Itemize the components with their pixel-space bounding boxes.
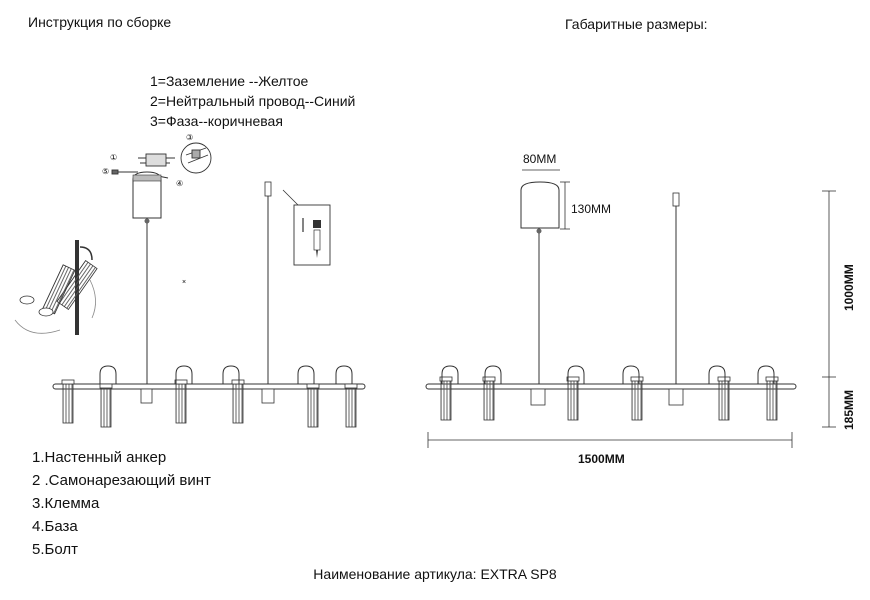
cable-holder-right-drawing	[672, 192, 680, 207]
parts-list: 1.Настенный анкер 2 .Самонарезающий винт…	[32, 446, 211, 561]
dimension-height	[822, 190, 836, 428]
canopy-right	[520, 181, 560, 234]
callout-5: ⑤	[102, 167, 109, 176]
dimensions-title: Габаритные размеры:	[565, 16, 708, 32]
article-name: Наименование артикула: EXTRA SP8	[313, 566, 557, 582]
callout-1: ①	[110, 153, 117, 162]
part-base: 4.База	[32, 518, 78, 535]
wiring-detail	[111, 142, 212, 179]
fixture-left	[52, 365, 366, 428]
marker-x: ×	[182, 279, 186, 286]
callout-4: ④	[176, 179, 183, 188]
wiring-legend: 1=Заземление --Желтое 2=Нейтральный пров…	[150, 71, 355, 131]
part-terminal: 3.Клемма	[32, 495, 100, 512]
callout-3: ③	[186, 133, 193, 142]
part-screw: 2 .Самонарезающий винт	[32, 472, 211, 489]
dim-label-fixture-height: 185MM	[842, 389, 856, 430]
part-bolt: 5.Болт	[32, 541, 78, 558]
dimension-length	[427, 432, 793, 448]
dim-label-canopy-height: 130MM	[571, 202, 612, 216]
dim-label-length: 1500MM	[578, 452, 625, 466]
dimension-canopy-height	[560, 181, 570, 230]
wiring-line-neutral: 2=Нейтральный провод--Синий	[150, 93, 356, 109]
wiring-line-phase: 3=Фаза--коричневая	[150, 113, 283, 129]
canopy-left	[132, 171, 162, 224]
dim-label-canopy-width: 80MM	[523, 152, 557, 166]
part-wall-anchor: 1.Настенный анкер	[32, 449, 167, 466]
shade-rotation-detail	[14, 240, 98, 335]
connector-detail-box	[282, 189, 331, 266]
fixture-right	[425, 365, 797, 421]
wiring-line-ground: 1=Заземление --Желтое	[150, 73, 309, 89]
assembly-title: Инструкция по сборке	[28, 14, 172, 30]
dim-label-suspension-height: 1000MM	[842, 264, 856, 311]
cable-holder-left-drawing	[264, 181, 272, 197]
